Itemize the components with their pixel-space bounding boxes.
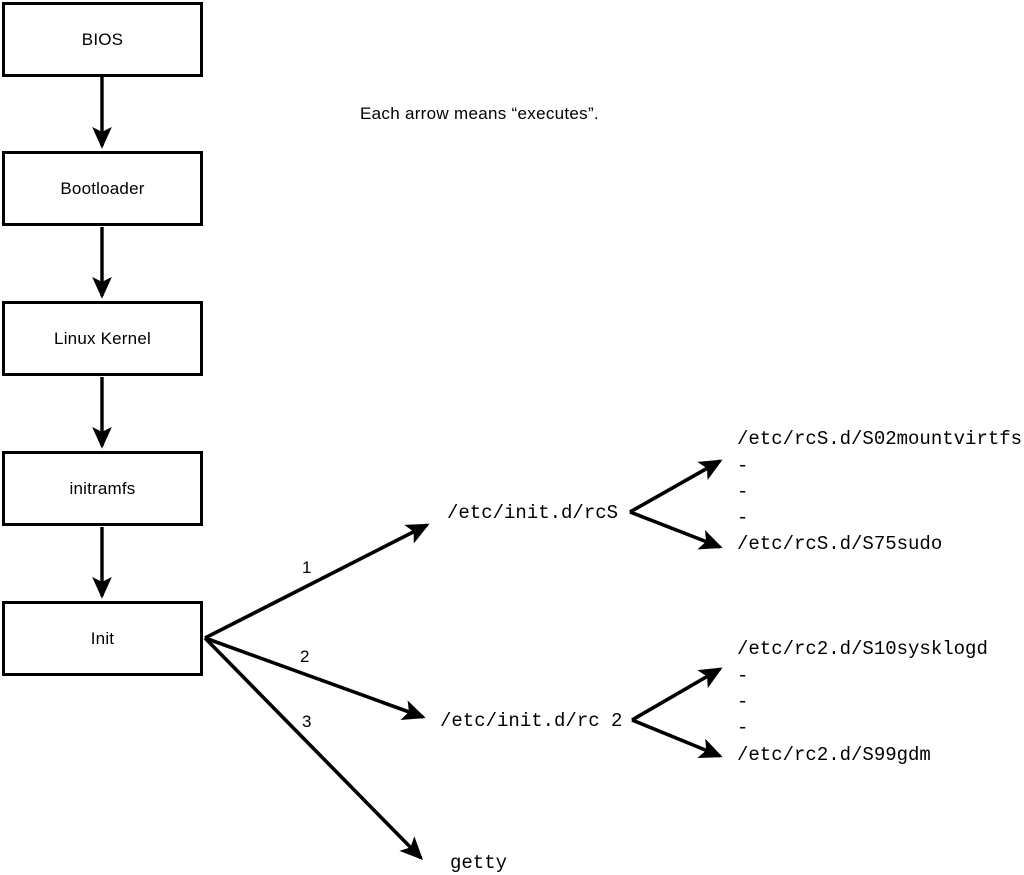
- script-rcs-first[interactable]: /etc/rcS.d/S02mountvirtfs: [737, 428, 1023, 450]
- arrow-rc2-last-script: [631, 718, 723, 759]
- arrow-rcs-last-script: [629, 510, 723, 550]
- branch-target-rcs[interactable]: /etc/init.d/rcS: [447, 502, 619, 524]
- stage-label-init: Init: [90, 629, 115, 648]
- stage-label-bios: BIOS: [81, 30, 124, 49]
- arrow-rc2-first-script: [631, 667, 723, 722]
- script-rcs-ellipsis-3: -: [737, 507, 749, 529]
- branch-target-getty[interactable]: getty: [450, 852, 508, 874]
- script-rcs-last[interactable]: /etc/rcS.d/S75sudo: [737, 533, 943, 555]
- stage-box-initramfs[interactable]: initramfs: [2, 451, 203, 526]
- script-rc2-last[interactable]: /etc/rc2.d/S99gdm: [737, 744, 931, 766]
- stage-box-bios[interactable]: BIOS: [2, 2, 203, 77]
- branch-number-1: 1: [302, 558, 312, 577]
- script-rc2-ellipsis-3: -: [737, 717, 749, 739]
- branch-number-2: 2: [300, 647, 310, 666]
- branch-number-3: 3: [302, 712, 312, 731]
- stage-label-initramfs: initramfs: [69, 479, 136, 498]
- script-rcs-ellipsis-1: -: [737, 455, 749, 477]
- legend-note: Each arrow means “executes”.: [360, 104, 599, 123]
- rcs-fanout-arrows: [629, 459, 723, 550]
- arrow-init-branch-3: [203, 636, 424, 861]
- stage-box-linux-kernel[interactable]: Linux Kernel: [2, 301, 203, 376]
- script-rcs-ellipsis-2: -: [737, 481, 749, 503]
- script-rc2-ellipsis-2: -: [737, 691, 749, 713]
- init-fanout-arrows: [203, 523, 430, 861]
- stage-box-bootloader[interactable]: Bootloader: [2, 151, 203, 226]
- arrow-init-branch-2: [204, 636, 426, 720]
- stage-label-linux-kernel: Linux Kernel: [54, 329, 151, 348]
- script-rc2-ellipsis-1: -: [737, 665, 749, 687]
- arrow-init-branch-1: [204, 523, 430, 640]
- branch-target-rc2[interactable]: /etc/init.d/rc 2: [440, 710, 623, 732]
- script-rc2-first[interactable]: /etc/rc2.d/S10sysklogd: [737, 638, 988, 660]
- stage-box-init[interactable]: Init: [2, 601, 203, 676]
- rc2-fanout-arrows: [631, 667, 723, 759]
- arrow-rcs-first-script: [629, 459, 723, 514]
- stage-label-bootloader: Bootloader: [60, 179, 145, 198]
